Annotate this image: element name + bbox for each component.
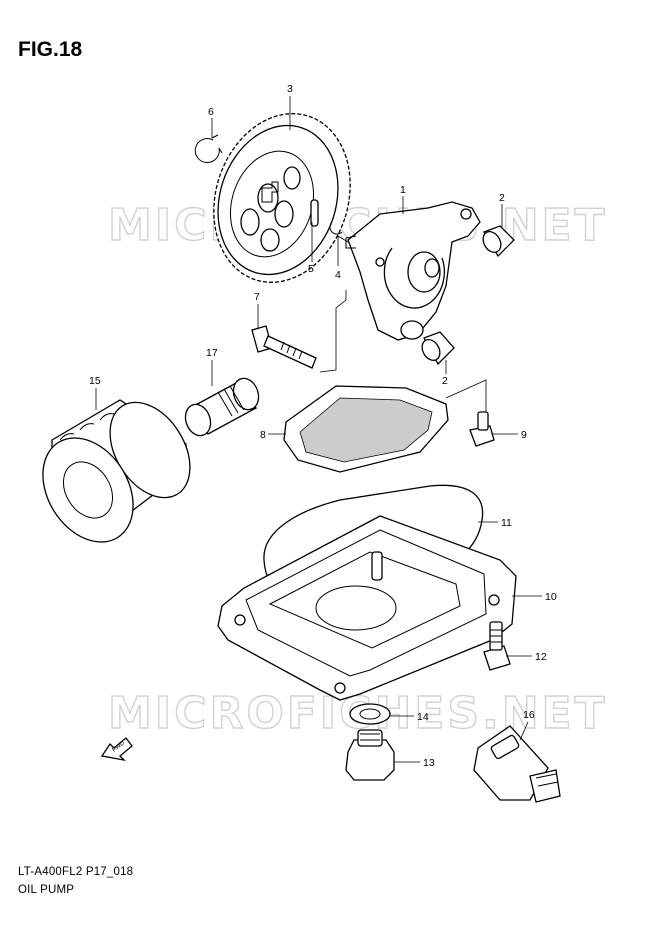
dowel-pin: [310, 199, 319, 227]
callout-17: 17: [206, 347, 218, 359]
callout-5: 5: [308, 263, 314, 275]
oil-filter: [42, 399, 191, 543]
oil-strainer: [283, 385, 449, 473]
oil-pan-cover: [217, 515, 517, 701]
oil-pump-gear: [213, 113, 351, 283]
cover-bolt: [483, 621, 511, 671]
callout-14: 14: [417, 711, 429, 723]
callout-2a: 2: [499, 192, 505, 204]
circlip: [194, 138, 220, 163]
leader-lines: [95, 96, 542, 763]
callout-13: 13: [423, 757, 435, 769]
callout-1: 1: [400, 184, 406, 196]
figure-code: LT-A400FL2 P17_018: [18, 866, 134, 878]
pump-bolt: [251, 325, 317, 369]
callout-15: 15: [89, 375, 101, 387]
callout-8: 8: [260, 429, 266, 441]
bushing-upper: [482, 225, 515, 258]
bushing-lower: [421, 331, 455, 366]
figure-name: OIL PUMP: [18, 884, 75, 896]
callout-12: 12: [535, 651, 547, 663]
callout-9: 9: [521, 429, 527, 441]
figure-title: FIG.18: [18, 38, 83, 61]
callout-4: 4: [335, 269, 341, 281]
callout-11: 11: [501, 517, 512, 529]
watermark-bottom: MICROFICHES.NET: [108, 688, 608, 739]
callout-7: 7: [254, 291, 260, 303]
callout-16: 16: [523, 709, 535, 721]
fwd-arrow-icon: FWD: [100, 737, 133, 762]
callout-6: 6: [208, 106, 214, 118]
drain-plug: [345, 729, 395, 781]
oil-pump-body: [345, 201, 481, 341]
oil-pressure-switch: [473, 725, 561, 803]
drain-washer: [349, 703, 391, 725]
filter-pipe: [184, 377, 260, 437]
strainer-bolt: [469, 411, 495, 447]
callout-3: 3: [287, 83, 293, 95]
callout-2b: 2: [442, 375, 448, 387]
callout-10: 10: [545, 591, 557, 603]
